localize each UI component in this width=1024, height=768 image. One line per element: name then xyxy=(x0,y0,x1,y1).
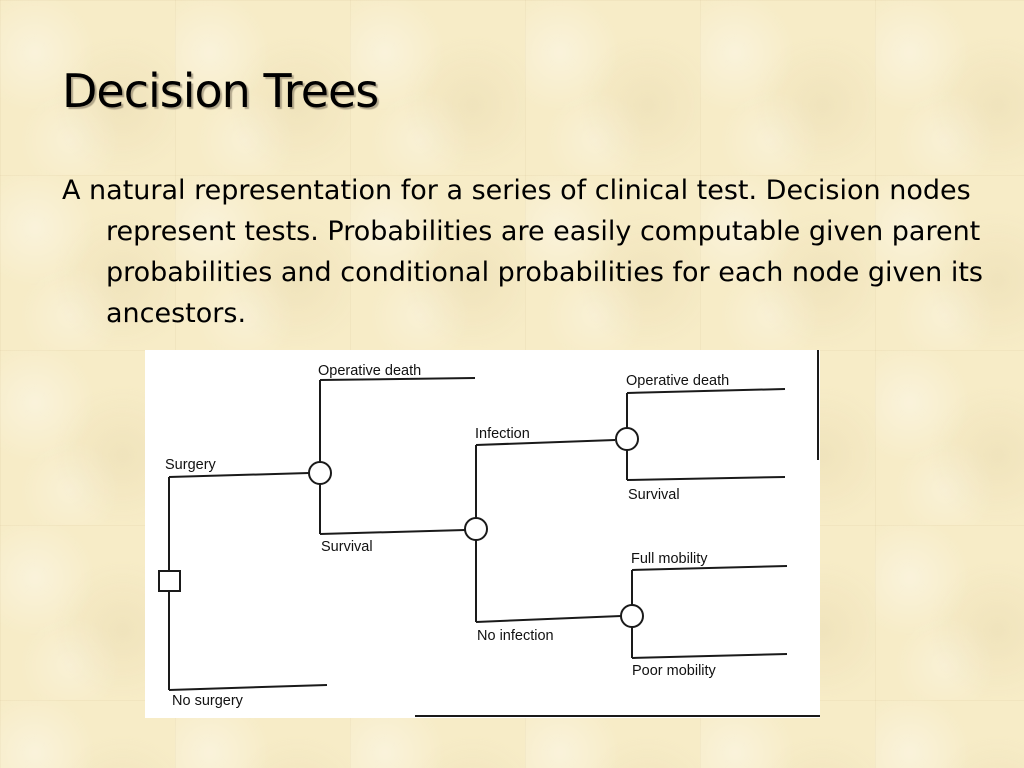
label-no-surgery: No surgery xyxy=(172,693,244,709)
label-full-mobility: Full mobility xyxy=(631,551,708,567)
label-surgery: Surgery xyxy=(165,457,217,473)
label-operative-death-2: Operative death xyxy=(626,373,729,389)
label-poor-mobility: Poor mobility xyxy=(632,663,717,679)
branch-surgery xyxy=(168,472,310,478)
decision-tree-diagram: Surgery No surgery Operative death Survi… xyxy=(158,350,820,717)
branch-no-infection xyxy=(475,615,622,623)
label-infection: Infection xyxy=(475,426,530,442)
branch-survival-1 xyxy=(319,529,466,535)
chance-node-surgery xyxy=(308,461,332,485)
chance-node-no-infection xyxy=(620,604,644,628)
branch-operative-death-1 xyxy=(319,377,476,381)
decision-tree-figure: Surgery No surgery Operative death Survi… xyxy=(145,350,820,718)
label-survival-2: Survival xyxy=(628,487,680,503)
branch-no-surgery xyxy=(168,684,328,691)
chance-node-survival xyxy=(464,517,488,541)
branch-survival-2 xyxy=(626,476,786,481)
branch-infection xyxy=(475,439,616,446)
decision-node-square xyxy=(158,570,181,592)
slide-body-text: A natural representation for a series of… xyxy=(62,175,983,329)
label-operative-death-1: Operative death xyxy=(318,363,421,379)
slide-title: Decision Trees xyxy=(62,64,379,118)
chance-node-infection xyxy=(615,427,639,451)
branch-poor-mobility xyxy=(631,653,788,659)
branch-full-mobility xyxy=(631,565,788,571)
label-no-infection: No infection xyxy=(477,628,554,644)
label-survival-1: Survival xyxy=(321,539,373,555)
branch-operative-death-2 xyxy=(626,388,786,394)
